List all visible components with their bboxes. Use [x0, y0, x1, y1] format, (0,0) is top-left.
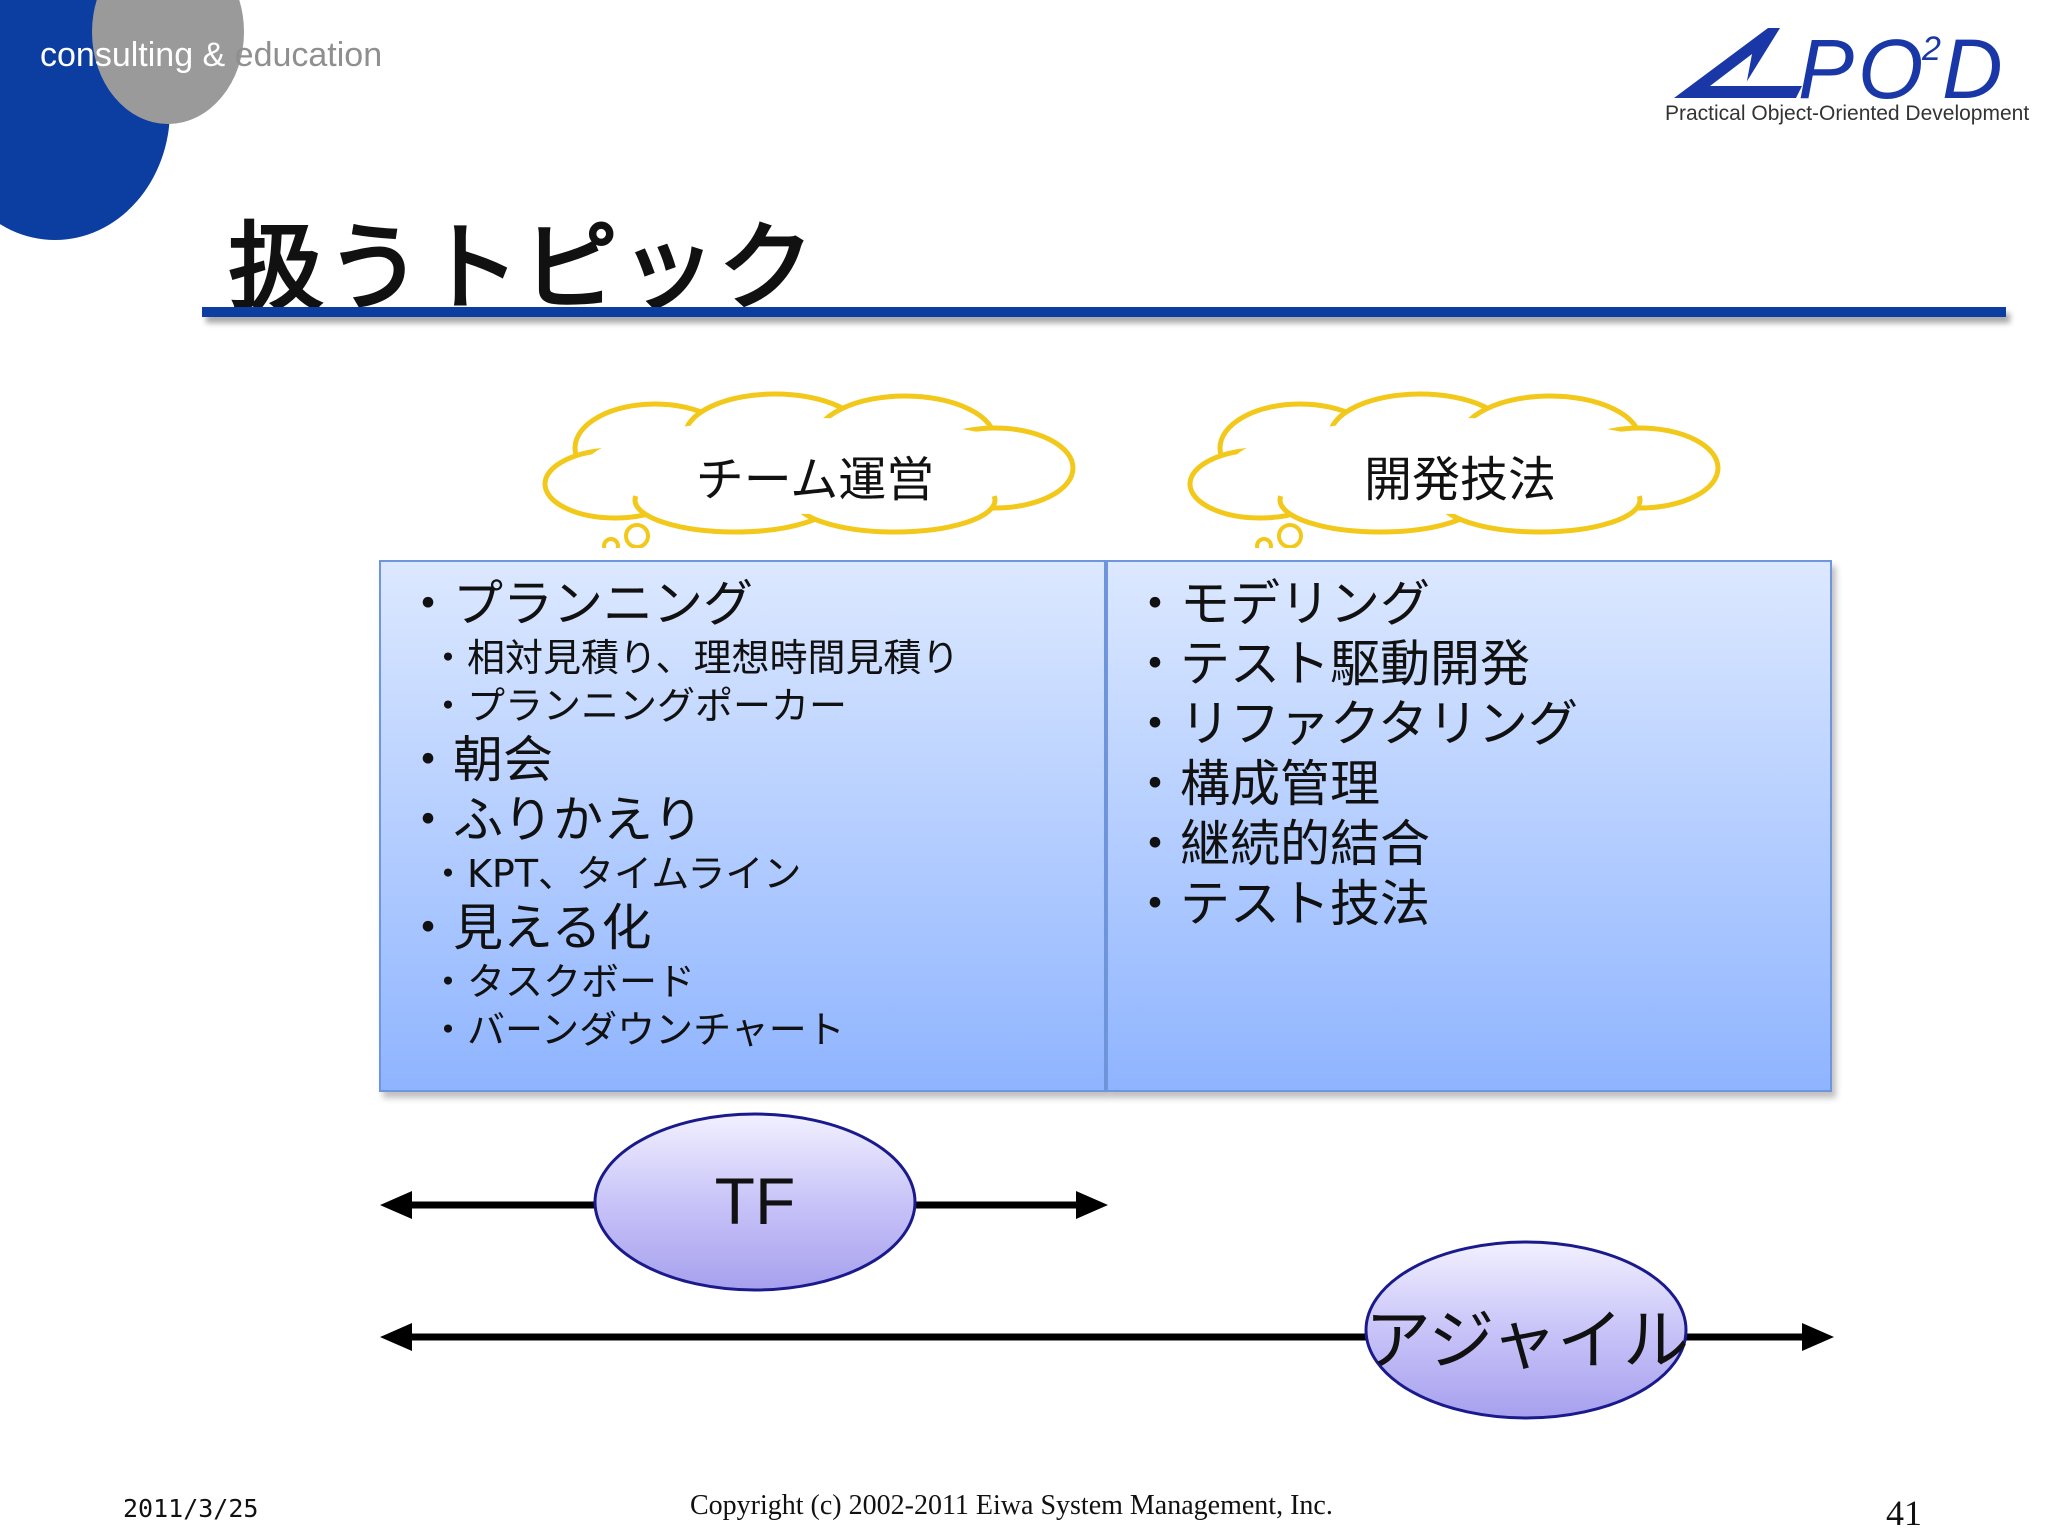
list-item: テスト駆動開発: [1130, 634, 1578, 694]
svg-text:2: 2: [1921, 30, 1941, 68]
list-subitem: プランニングポーカー: [403, 682, 960, 730]
development-techniques-list: モデリング テスト駆動開発 リファクタリング 構成管理 継続的結合 テスト技法: [1130, 574, 1578, 934]
list-item: 朝会: [403, 730, 960, 790]
development-techniques-panel: モデリング テスト駆動開発 リファクタリング 構成管理 継続的結合 テスト技法: [1106, 560, 1832, 1092]
list-item: 構成管理: [1130, 754, 1578, 814]
list-subitem: タスクボード: [403, 958, 960, 1006]
tf-label: TF: [714, 1164, 796, 1238]
list-item: リファクタリング: [1130, 694, 1578, 754]
list-item: 継続的結合: [1130, 814, 1578, 874]
list-item: ふりかえり: [403, 790, 960, 850]
team-management-panel: プランニング 相対見積り、理想時間見積り プランニングポーカー 朝会 ふりかえり…: [379, 560, 1106, 1092]
list-subitem: KPT、タイムライン: [403, 850, 960, 898]
list-subitem: バーンダウンチャート: [403, 1006, 960, 1054]
team-management-list: プランニング 相対見積り、理想時間見積り プランニングポーカー 朝会 ふりかえり…: [403, 574, 960, 1054]
list-item: 見える化: [403, 898, 960, 958]
agile-label: アジャイル: [1365, 1302, 1690, 1379]
agile-oval: [1364, 1240, 1688, 1420]
brand-subtitle: Practical Object-Oriented Development: [1665, 102, 2030, 125]
logo-text: consulting & education: [40, 36, 383, 74]
svg-text:P: P: [1798, 22, 1854, 116]
tf-oval: [593, 1112, 917, 1292]
footer-copyright: Copyright (c) 2002-2011 Eiwa System Mana…: [690, 1490, 1333, 1521]
page-number: 41: [1886, 1493, 1922, 1533]
cloud-right: [1187, 391, 1721, 548]
list-subitem: 相対見積り、理想時間見積り: [403, 634, 959, 682]
svg-text:D: D: [1942, 22, 2003, 116]
apo2d-logo: P O 2 D: [1674, 22, 2003, 116]
title-underline: [202, 307, 2006, 317]
cloud-left-label: チーム運営: [695, 452, 935, 508]
cloud-right-label: 開発技法: [1363, 452, 1556, 508]
footer-date: 2011/3/25: [123, 1494, 259, 1523]
svg-text:O: O: [1858, 22, 1923, 116]
list-item: プランニング: [403, 574, 960, 634]
list-item: モデリング: [1130, 574, 1578, 634]
list-item: テスト技法: [1130, 874, 1578, 934]
cloud-left: [542, 391, 1076, 548]
slide-title: 扱うトピック: [228, 212, 816, 324]
